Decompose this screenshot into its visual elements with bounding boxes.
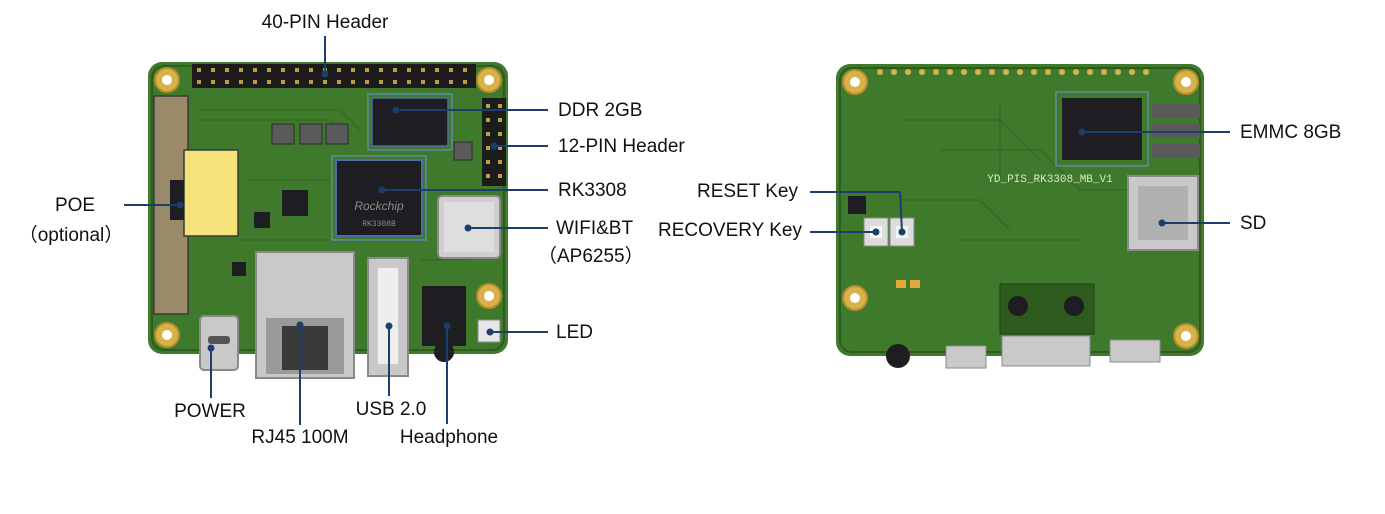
- label-headphone: Headphone: [399, 427, 499, 448]
- soc-part-silkscreen: RK3308B: [362, 220, 396, 229]
- label-poe: POE: [54, 195, 96, 216]
- label-usb: USB 2.0: [355, 399, 427, 420]
- rj45-port: [255, 251, 355, 379]
- soc-chip: Rockchip RK3308B: [335, 159, 423, 237]
- board-id-silkscreen: YD_PIS_RK3308_MB_V1: [987, 174, 1113, 186]
- soc-brand-silkscreen: Rockchip: [354, 199, 404, 213]
- back-board: YD_PIS_RK3308_MB_V1: [836, 64, 1204, 369]
- label-12pin-header: 12-PIN Header: [558, 136, 685, 157]
- label-rk3308: RK3308: [558, 180, 627, 201]
- sd-slot: [1127, 175, 1199, 251]
- label-ddr: DDR 2GB: [558, 100, 643, 121]
- label-wifi-model: （AP6255）: [538, 246, 644, 267]
- pin12-header: [482, 98, 506, 186]
- label-poe-optional: （optional）: [18, 225, 124, 246]
- label-led: LED: [556, 322, 593, 343]
- emmc-chip: [1062, 98, 1142, 160]
- label-rj45: RJ45 100M: [251, 427, 349, 448]
- label-emmc: EMMC 8GB: [1240, 122, 1342, 143]
- power-port: [199, 315, 239, 371]
- ddr-chip: [371, 97, 449, 147]
- label-sd: SD: [1240, 213, 1267, 234]
- label-reset-key: RESET Key: [696, 181, 798, 202]
- label-power: POWER: [174, 401, 246, 422]
- label-40pin-header: 40-PIN Header: [261, 12, 389, 33]
- leader-lines: [124, 36, 1230, 425]
- label-wifi-bt: WIFI&BT: [556, 218, 634, 239]
- pin40-header: [192, 64, 476, 88]
- headphone-jack: [422, 286, 466, 362]
- label-recovery-key: RECOVERY Key: [658, 220, 802, 241]
